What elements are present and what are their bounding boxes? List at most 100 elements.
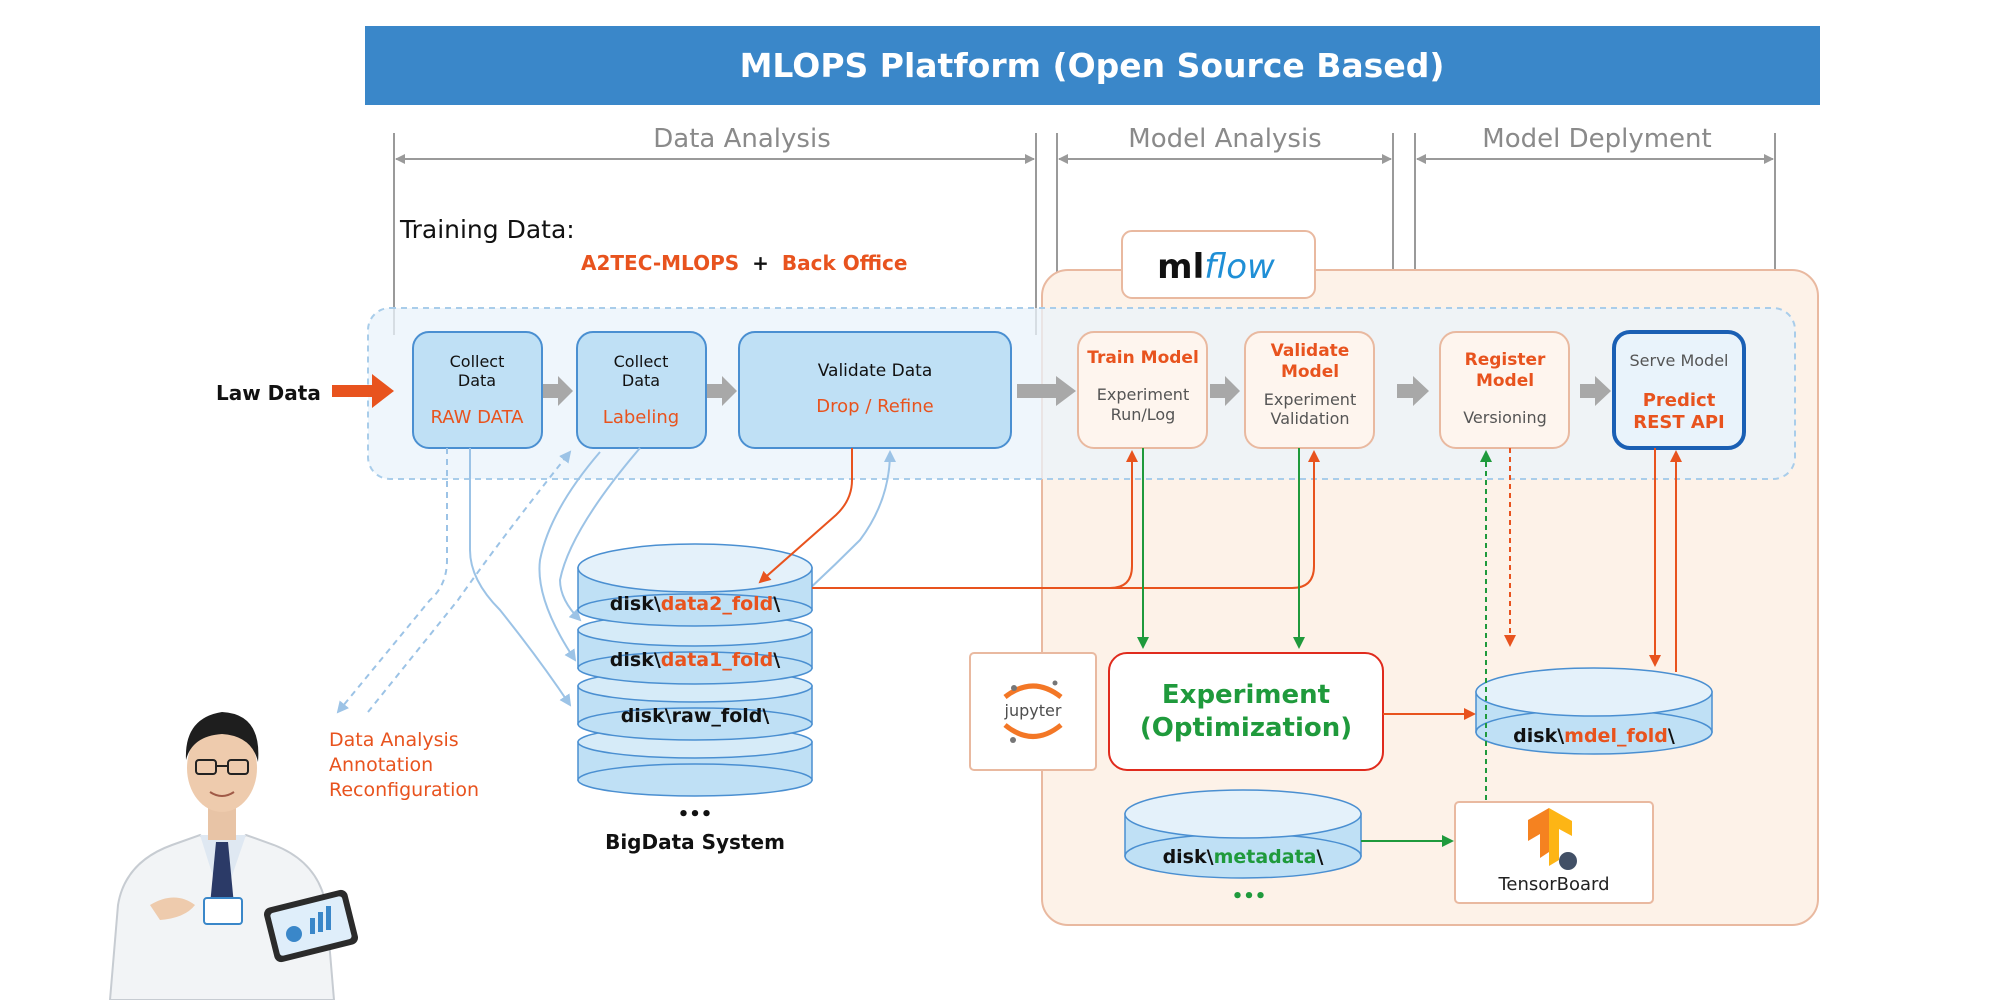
refine-arrow (758, 448, 853, 584)
step-serve-model[interactable]: Serve Model Predict REST API (1612, 330, 1746, 450)
step-register-model-title1: Register (1465, 350, 1546, 370)
jupyter-arc-bottom (1003, 723, 1063, 739)
tensorflow-icon (1528, 808, 1577, 870)
step-train-model[interactable]: Train Model Experiment Run/Log (1077, 331, 1208, 449)
step-register-model[interactable]: Register Model Versioning (1439, 331, 1570, 449)
disk-model-label: disk\mdel_fold\ (1513, 725, 1675, 747)
step-train-model-line1: Experiment (1097, 385, 1189, 404)
human-task-3: Reconfiguration (329, 779, 479, 801)
step-train-model-line2: Run/Log (1111, 405, 1176, 424)
disk-data1-prefix: disk\ (610, 649, 661, 671)
jupyter-dot-2 (1052, 680, 1058, 686)
disk-metadata-prefix: disk\ (1163, 846, 1214, 868)
disk-metadata-label: disk\metadata\ (1163, 846, 1324, 868)
input-law-data: Law Data (216, 381, 321, 405)
disk-data1-name: data1_fold (661, 649, 773, 671)
jupyter-arc-top (1003, 683, 1063, 700)
step-validate-model-title2: Model (1281, 362, 1339, 382)
tablet-icon (263, 889, 359, 963)
presenter-illustration (108, 712, 359, 1000)
step-validate-data[interactable]: Validate Data Drop / Refine (738, 331, 1012, 449)
human-task-2: Annotation (329, 754, 433, 776)
disk-data2-suffix: \ (773, 593, 780, 615)
training-feed-arrows (812, 450, 1320, 589)
step-register-model-title2: Model (1476, 371, 1534, 391)
disk-data2-label: disk\data2_fold\ (610, 593, 780, 615)
jupyter-label: jupyter (1004, 701, 1062, 720)
source-back-office: Back Office (782, 251, 908, 275)
source-a2tec: A2TEC-MLOPS (581, 251, 739, 275)
glasses-icon (195, 759, 249, 775)
step-validate-model-line2: Validation (1270, 409, 1349, 428)
mlflow-ml: ml (1157, 247, 1204, 287)
step-collect-labeling-sub: Labeling (603, 407, 679, 428)
step-validate-data-title: Validate Data (818, 361, 933, 381)
step-collect-labeling[interactable]: Collect Data Labeling (576, 331, 707, 449)
step-serve-model-title: Serve Model (1629, 351, 1728, 370)
disk-metadata-name: metadata (1214, 846, 1317, 868)
bigdata-stack: disk\raw_fold\ disk\data1_fold\ disk\dat… (577, 543, 813, 854)
disk-data2-name: data2_fold (661, 593, 773, 615)
step-collect-raw-sub: RAW DATA (431, 407, 525, 428)
disk-model-name: mdel_fold (1564, 725, 1668, 747)
experiment-box[interactable]: Experiment (Optimization) (1108, 652, 1384, 771)
presenter-badge (203, 897, 243, 925)
flow-arrows (543, 376, 1611, 406)
mlflow-logo: mlflow (1157, 247, 1275, 287)
disk-data2-fold: disk\data2_fold\ (577, 543, 813, 627)
human-tasks: Data Analysis Annotation Reconfiguration (329, 729, 479, 801)
page-title: MLOPS Platform (Open Source Based) (740, 46, 1445, 85)
step-validate-model-title1: Validate (1271, 341, 1350, 361)
tensorboard-box: TensorBoard (1454, 801, 1654, 904)
presenter-face (187, 724, 257, 812)
presenter-hair (185, 712, 259, 762)
step-validate-model-line1: Experiment (1264, 390, 1356, 409)
phase-brackets (393, 133, 1776, 335)
jupyter-logo-box: jupyter (969, 652, 1097, 771)
step-validate-model[interactable]: Validate Model Experiment Validation (1244, 331, 1375, 449)
bigdata-label: BigData System (605, 830, 785, 854)
disk-model-suffix: \ (1668, 725, 1675, 747)
experiment-line1: Experiment (1162, 680, 1330, 710)
source-plus: + (752, 251, 769, 275)
experiment-arrows (1137, 448, 1305, 649)
disk-raw-fold: disk\raw_fold\ (577, 669, 813, 741)
disk-model-prefix: disk\ (1513, 725, 1564, 747)
presenter-hand (150, 897, 195, 920)
jupyter-dot-1 (1011, 685, 1017, 691)
mlflow-logo-box (1121, 230, 1316, 299)
step-validate-data-sub: Drop / Refine (816, 396, 933, 417)
step-collect-labeling-line1: Collect (614, 352, 669, 371)
step-collect-raw[interactable]: Collect Data RAW DATA (412, 331, 543, 449)
step-collect-raw-line2: Data (458, 371, 496, 390)
serve-model-arrows (1649, 448, 1682, 672)
human-task-1: Data Analysis (329, 729, 459, 751)
disk-data2-prefix: disk\ (610, 593, 661, 615)
disk-model-fold: disk\mdel_fold\ (1475, 667, 1713, 755)
experiment-line2: (Optimization) (1140, 713, 1352, 743)
tensorboard-label: TensorBoard (1497, 874, 1609, 895)
disk-data1-suffix: \ (773, 649, 780, 671)
step-collect-raw-line1: Collect (450, 352, 505, 371)
title-banner (365, 26, 1820, 105)
presenter-smile (209, 791, 235, 797)
bigdata-dots: ••• (678, 804, 713, 825)
step-serve-model-line1: Predict (1643, 390, 1716, 411)
jupyter-dot-3 (1010, 737, 1016, 743)
disk-raw-label: disk\raw_fold\ (621, 705, 770, 727)
disk-metadata-suffix: \ (1316, 846, 1323, 868)
input-arrow (332, 374, 394, 408)
metadata-dots: ••• (1232, 886, 1267, 907)
presenter-neck (208, 808, 236, 840)
phase-data-analysis: Data Analysis (653, 124, 830, 154)
phase-model-analysis: Model Analysis (1128, 124, 1321, 154)
step-serve-model-line2: REST API (1633, 412, 1725, 433)
training-data-sources: A2TEC-MLOPS + Back Office (581, 251, 907, 275)
mlflow-flow: flow (1204, 247, 1275, 287)
disk-data1-label: disk\data1_fold\ (610, 649, 780, 671)
step-register-model-line1: Versioning (1463, 408, 1547, 427)
training-data-label: Training Data: (399, 215, 575, 244)
step-collect-labeling-line2: Data (622, 371, 660, 390)
step-train-model-title: Train Model (1087, 348, 1199, 368)
